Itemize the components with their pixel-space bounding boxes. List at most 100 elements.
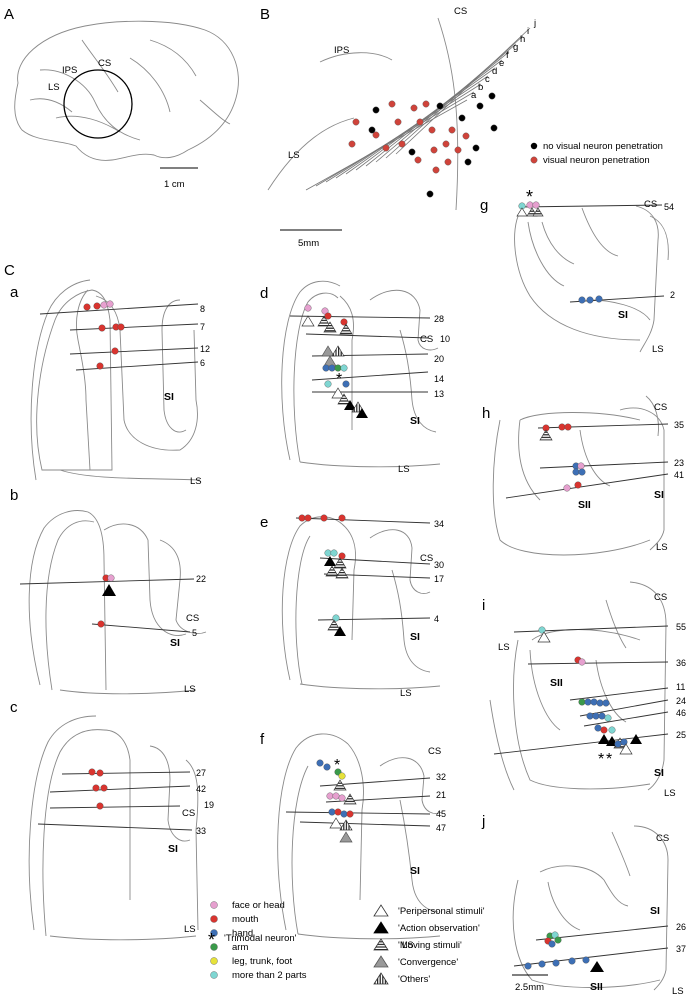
neuron-markers: *: [516, 187, 603, 304]
neuron-marker: [574, 481, 582, 489]
legend-part-label: more than 2 parts: [232, 970, 307, 981]
cortex-outline: [489, 699, 515, 791]
moving-stimuli-triangle: [339, 323, 353, 335]
cortex-outline: [59, 469, 201, 481]
neuron-marker: [538, 960, 546, 968]
penetration-number: 22: [196, 574, 206, 584]
trimodal-asterisk: *: [336, 371, 342, 388]
cortex-outline: [619, 407, 665, 551]
legend-stimulus-label: 'Action observation': [398, 923, 480, 934]
penetration-number: 34: [434, 519, 444, 529]
brain-sulcus: [29, 98, 73, 113]
neuron-marker: [614, 740, 622, 748]
panel-label-a: A: [4, 6, 14, 23]
subpanel-label: i: [482, 597, 485, 614]
vertical-striped-triangle-icon: [373, 972, 389, 985]
penetration-number: 7: [200, 322, 205, 332]
electrode-track: [75, 361, 199, 371]
cortex-outline: [299, 461, 441, 468]
legend-part-label: face or head: [232, 900, 285, 911]
electrode-track: [61, 771, 191, 775]
subpanel-e: e 34 30 17 4 CS SI LS: [260, 514, 444, 699]
neuron-marker: [98, 324, 106, 332]
cortex-outline: [277, 733, 349, 931]
cortex-outline: [527, 221, 565, 287]
filled-triangle-icon: [373, 921, 389, 934]
sulcus-label: LS: [402, 940, 414, 951]
open-triangle-icon: [373, 904, 389, 917]
neuron-marker: [340, 810, 348, 818]
legend-part-label: leg, trunk, foot: [232, 956, 293, 967]
trimodal-asterisk: *: [598, 751, 604, 768]
cortex-outline: [185, 759, 199, 931]
sulcus-label: LS: [190, 476, 202, 487]
subpanel-label: b: [10, 487, 18, 504]
cortex-outline: [518, 419, 541, 501]
cortex-outline: [519, 412, 641, 421]
others-triangle: [351, 401, 365, 413]
no-visual-penetration-dot: [490, 124, 498, 132]
area-label: SI: [168, 843, 178, 855]
sulcus-label: CS: [186, 613, 199, 624]
no-visual-penetration-dot: [458, 114, 466, 122]
legend-swatch: [210, 971, 218, 979]
legend-stimulus-label: 'Peripersonal stimuli': [398, 906, 485, 917]
cortex-outline: [103, 523, 187, 636]
ips-curve: [319, 52, 393, 63]
penetration-dots: [348, 92, 498, 198]
subpanel-label: d: [260, 285, 268, 302]
subpanel-g: g CS 54 2 SI LS *: [480, 187, 675, 355]
sulcus-label: CS: [420, 334, 433, 345]
cortex-outline: [513, 639, 651, 790]
brain-sulcus: [199, 99, 231, 125]
sulcus-label: LS: [498, 642, 510, 653]
penetration-number: 27: [196, 768, 206, 778]
area-label: SI: [410, 415, 420, 427]
neuron-marker: [564, 423, 572, 431]
neuron-markers: [88, 768, 108, 810]
neuron-marker: [298, 514, 306, 522]
no-visual-penetration-dot: [372, 106, 380, 114]
penetration-number: 2: [670, 290, 675, 300]
moving-stimuli-triangle: [532, 207, 544, 217]
penetration-number: 37: [676, 944, 686, 954]
legend-part-label: arm: [232, 942, 248, 953]
electrode-track: [37, 823, 193, 831]
neuron-marker: [600, 726, 608, 734]
sulcus-label: CS: [644, 199, 657, 210]
neuron-markers: [97, 574, 116, 628]
action-observation-triangle: [324, 556, 336, 566]
area-label: SI: [654, 489, 664, 501]
neuron-marker: [346, 810, 354, 818]
subpanel-c: c 27 42 19 33 CS SI LS: [10, 699, 214, 941]
no-visual-penetration-dot: [488, 92, 496, 100]
electrode-track: [569, 295, 665, 303]
neuron-marker: [316, 759, 324, 767]
brain-outline: [14, 20, 239, 161]
cortex-outline: [149, 745, 191, 842]
cortex-outline: [45, 520, 95, 691]
cortex-outline: [95, 295, 198, 451]
penetration-number: 12: [200, 344, 210, 354]
legend-part-label: mouth: [232, 914, 258, 925]
subpanel-label: f: [260, 731, 265, 748]
neuron-marker: [332, 792, 340, 800]
area-label: SI: [170, 637, 180, 649]
area-label: SI: [164, 391, 174, 403]
moving-stimuli-triangle: [335, 567, 349, 579]
cortex-outline: [299, 683, 441, 690]
neuron-marker: [608, 726, 616, 734]
cortex-outline: [28, 715, 97, 931]
penetration-number: 13: [434, 389, 444, 399]
cortex-outline: [512, 879, 661, 988]
cortex-outline: [76, 289, 91, 471]
visual-penetration-dot: [442, 140, 450, 148]
subpanel-j: j CS 26 37 SI SII LS 2.5mm: [481, 813, 686, 997]
action-observation-triangle: [598, 734, 610, 744]
legend-swatch: [210, 957, 218, 965]
neuron-marker: [106, 300, 114, 308]
area-label: SII: [578, 499, 591, 511]
cortex-outline: [159, 539, 207, 634]
sulcus-label: LS: [672, 986, 684, 997]
neuron-marker: [596, 699, 604, 707]
